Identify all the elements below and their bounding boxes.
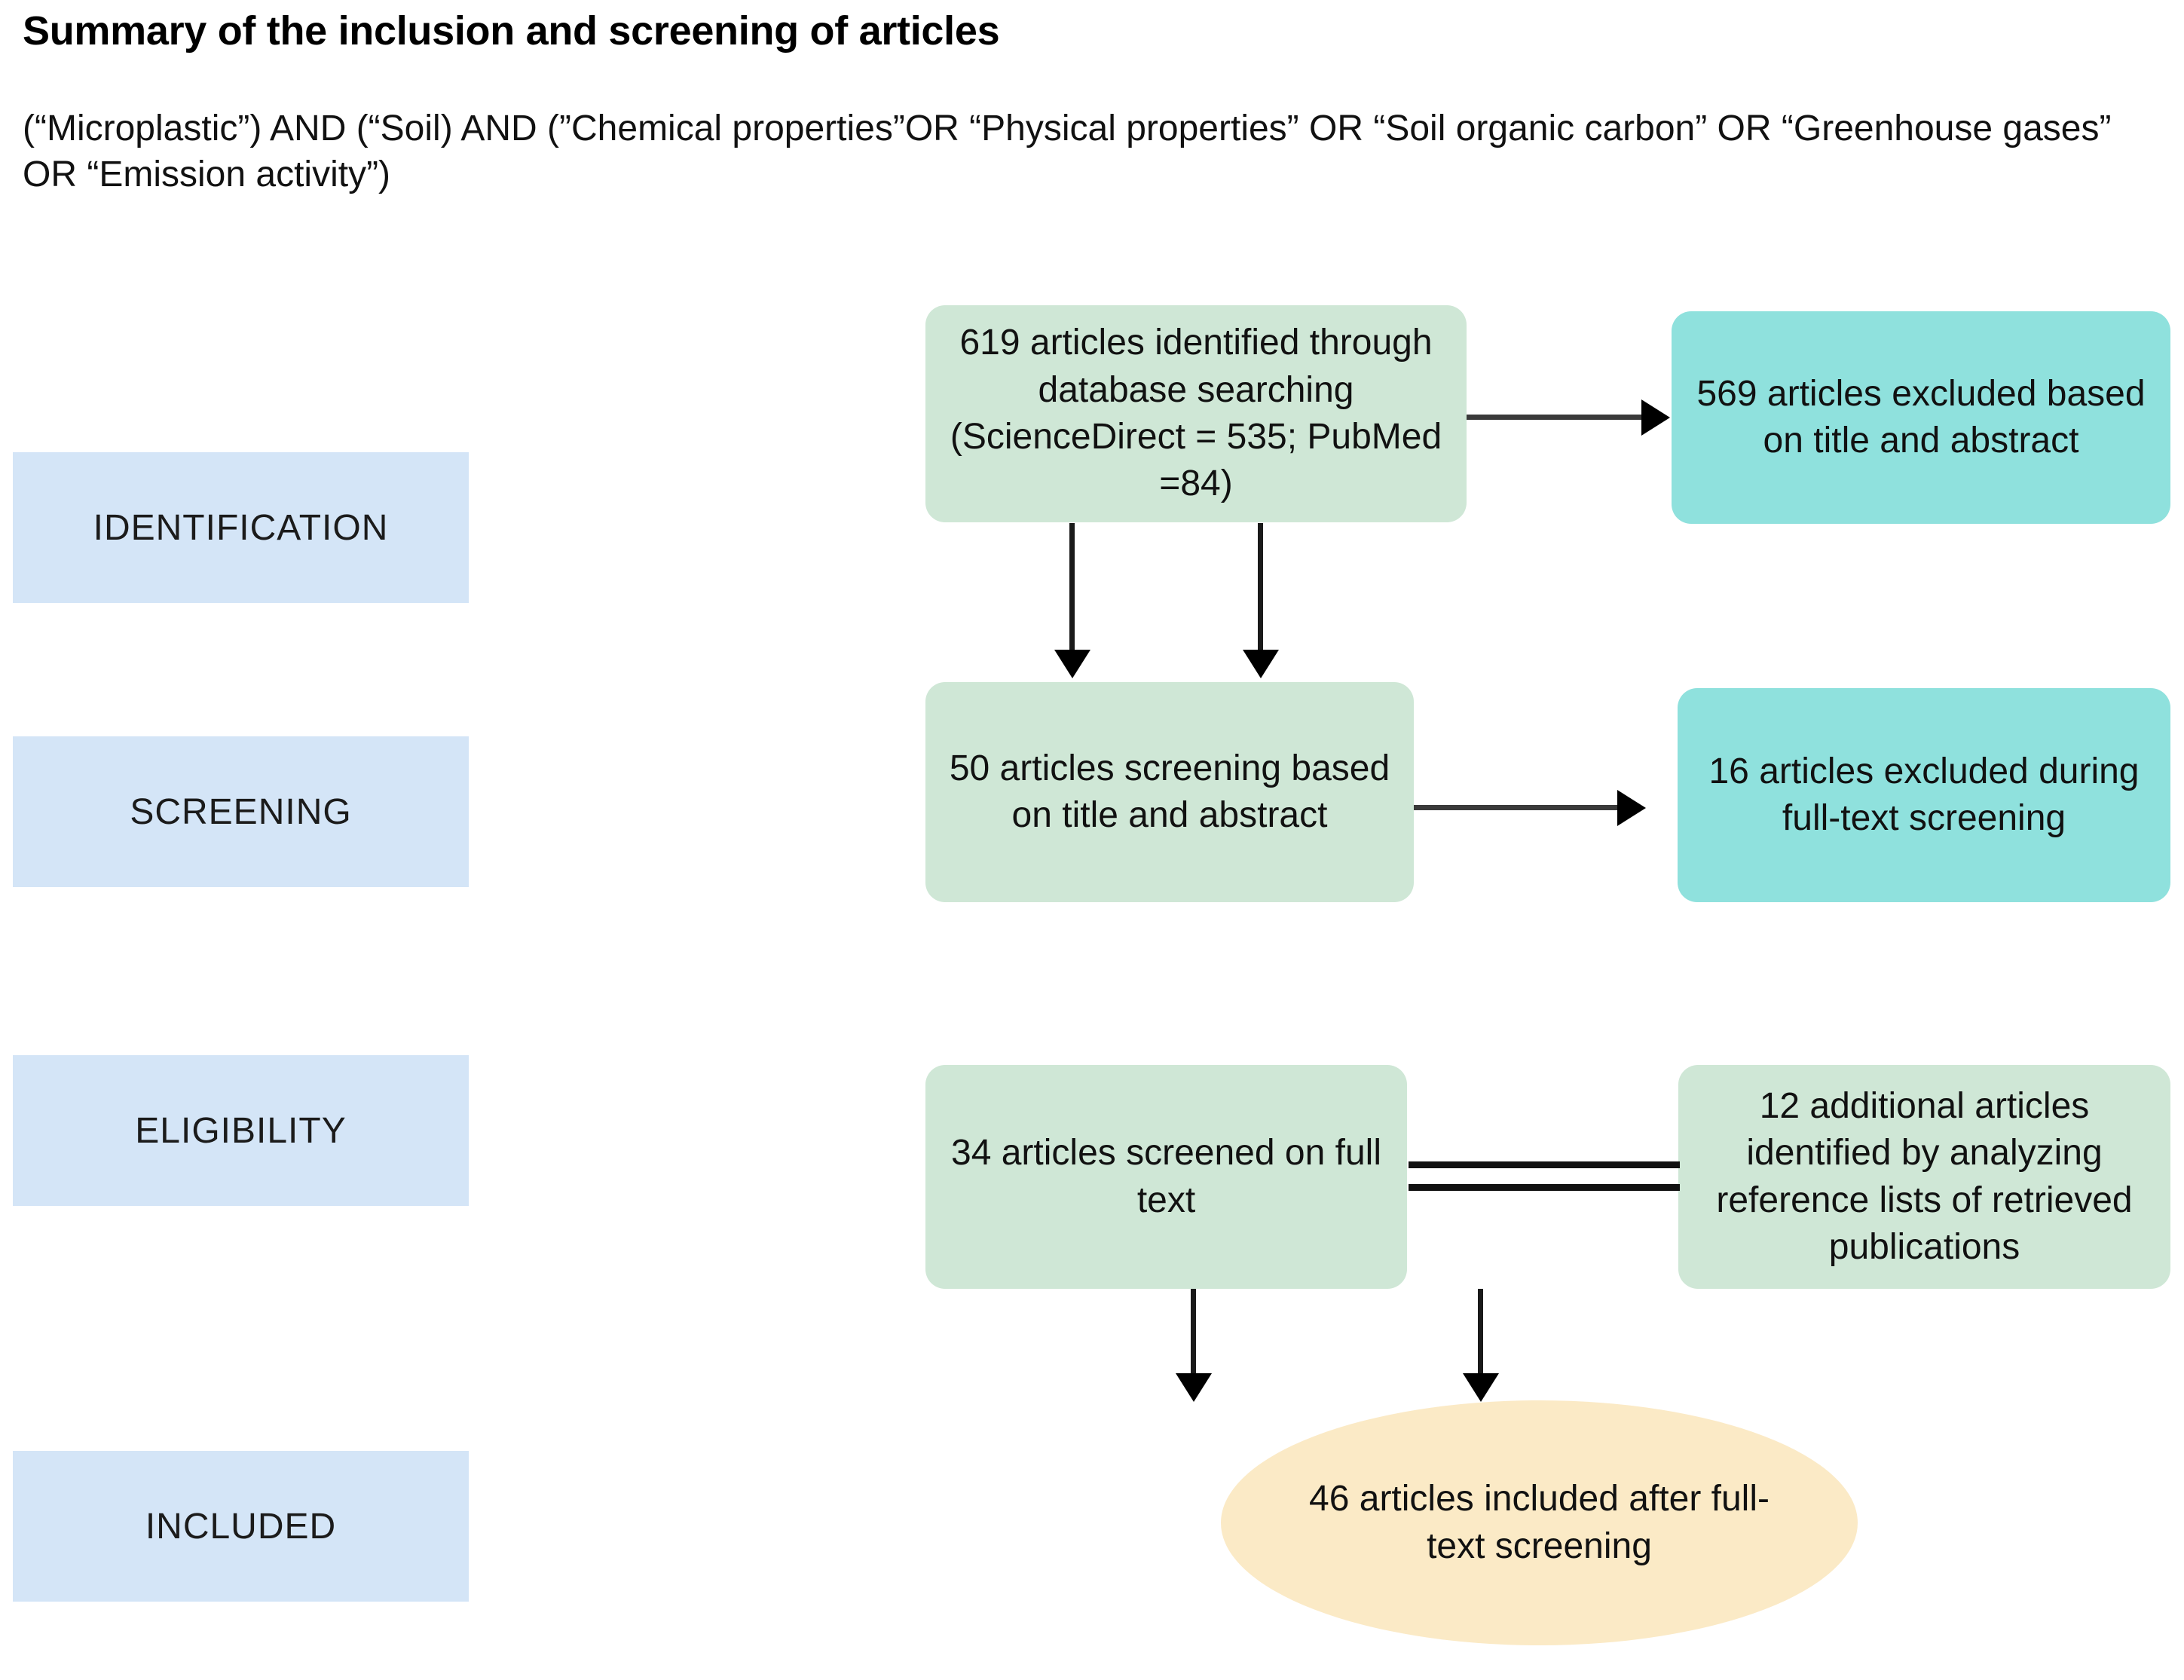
stage-label-screening: SCREENING (130, 791, 352, 832)
node-screening-title-abstract-text: 50 articles screening based on title and… (949, 748, 1390, 835)
arrowhead-screening-to-excluded-icon (1617, 790, 1646, 826)
arrowhead-additional-to-included-icon (1463, 1373, 1499, 1402)
connector-screened-to-included (1191, 1289, 1196, 1378)
stage-box-eligibility: ELIGIBILITY (13, 1055, 469, 1206)
node-screened-full-text-text: 34 articles screened on full text (951, 1133, 1381, 1220)
node-articles-identified-text: 619 articles identified through database… (950, 323, 1442, 504)
connector-identified-to-screening-left (1069, 523, 1075, 653)
stage-box-screening: SCREENING (13, 736, 469, 887)
node-additional-articles: 12 additional articles identified by ana… (1678, 1065, 2170, 1289)
arrowhead-identified-to-screening-right-icon (1243, 650, 1279, 678)
stage-label-identification: IDENTIFICATION (93, 507, 389, 548)
node-screened-full-text: 34 articles screened on full text (925, 1065, 1407, 1289)
arrowhead-identified-to-excluded-icon (1641, 399, 1670, 436)
arrowhead-identified-to-screening-left-icon (1054, 650, 1090, 678)
stage-box-identification: IDENTIFICATION (13, 452, 469, 603)
node-excluded-title-abstract-text: 569 articles excluded based on title and… (1696, 373, 2146, 461)
connector-additional-to-included (1478, 1289, 1483, 1378)
connector-screening-to-excluded (1414, 805, 1619, 810)
node-excluded-full-text: 16 articles excluded during full-text sc… (1678, 688, 2170, 902)
search-query-string: (“Microplastic”) AND (“Soil) AND (”Chemi… (23, 109, 2112, 195)
stage-label-eligibility: ELIGIBILITY (135, 1110, 347, 1151)
node-included: 46 articles included after full-text scr… (1221, 1400, 1858, 1645)
node-additional-articles-text: 12 additional articles identified by ana… (1716, 1085, 2133, 1267)
node-included-text: 46 articles included after full-text scr… (1309, 1479, 1770, 1566)
arrowhead-screened-to-included-icon (1176, 1373, 1212, 1402)
connector-eligibility-double-bottom (1409, 1184, 1680, 1191)
node-screening-title-abstract: 50 articles screening based on title and… (925, 682, 1414, 902)
stage-label-included: INCLUDED (145, 1506, 337, 1547)
node-excluded-full-text-text: 16 articles excluded during full-text sc… (1708, 751, 2140, 838)
node-articles-identified: 619 articles identified through database… (925, 305, 1467, 522)
connector-identified-to-excluded (1467, 415, 1643, 420)
page-title: Summary of the inclusion and screening o… (23, 8, 1000, 54)
node-excluded-title-abstract: 569 articles excluded based on title and… (1672, 311, 2170, 524)
connector-eligibility-double-top (1409, 1161, 1680, 1168)
connector-identified-to-screening-right (1258, 523, 1263, 653)
stage-box-included: INCLUDED (13, 1451, 469, 1602)
